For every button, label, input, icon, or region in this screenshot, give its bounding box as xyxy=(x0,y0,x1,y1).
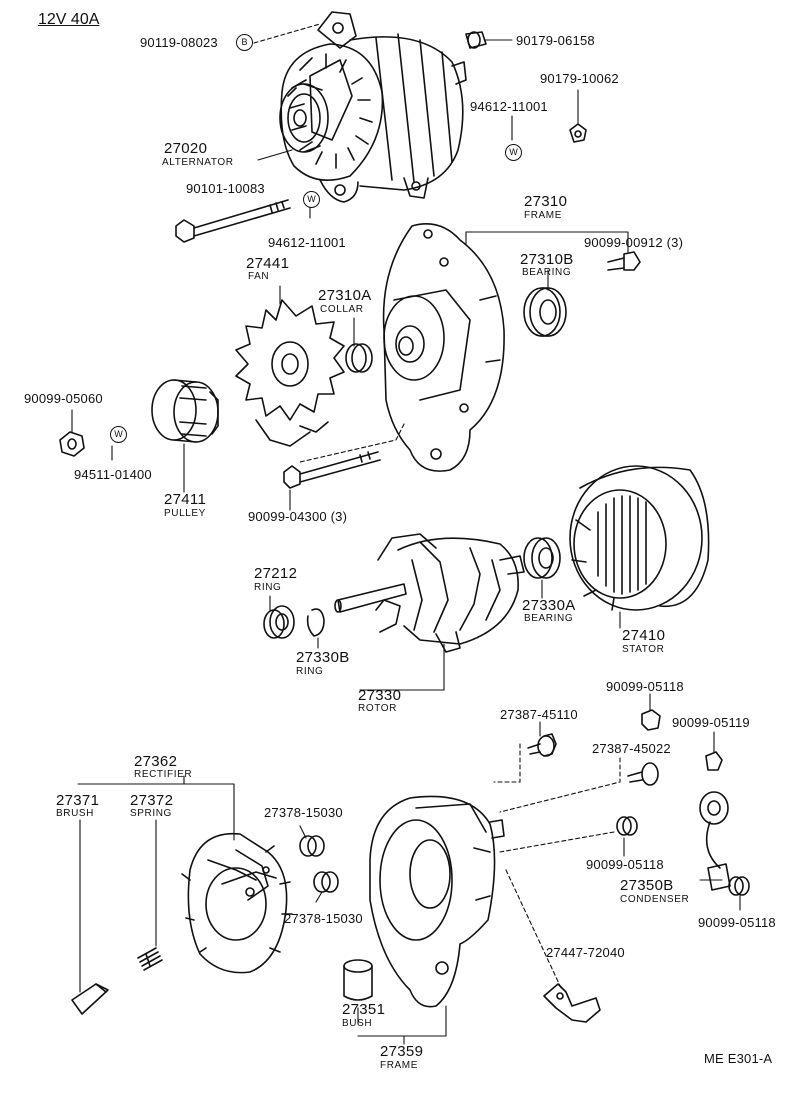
brush-drawing xyxy=(71,983,109,1015)
label-94612-11001-top: 94612-11001 xyxy=(470,99,548,114)
condenser-drawing xyxy=(699,791,731,891)
nut-drawing-90179 xyxy=(465,31,587,143)
alternator-assembly-drawing xyxy=(279,11,467,203)
label-90099-05118-top: 90099-05118 xyxy=(606,679,684,694)
marker-w-circle: W xyxy=(110,426,127,443)
label-27212-num: 27212 xyxy=(254,565,298,582)
collar-drawing xyxy=(345,343,373,373)
spring-drawing xyxy=(137,947,163,971)
label-27330A-name: BEARING xyxy=(524,613,574,624)
label-27387-45022: 27387-45022 xyxy=(592,741,671,756)
label-27330-num: 27330 xyxy=(358,687,402,704)
label-27310-name: FRAME xyxy=(524,210,562,221)
label-90099-00912: 90099-00912 (3) xyxy=(584,235,684,250)
pulley-nut-drawing xyxy=(59,431,85,457)
marker-w-circle: W xyxy=(505,144,522,161)
label-27330A-num: 27330A xyxy=(522,597,576,614)
rectifier-drawing xyxy=(181,832,293,974)
leader-lines xyxy=(71,23,741,1045)
drive-end-frame-drawing xyxy=(382,223,505,472)
through-bolt-drawing xyxy=(283,451,381,489)
stator-drawing xyxy=(569,465,710,611)
label-27350B-num: 27350B xyxy=(620,877,674,894)
label-27411-name: PULLEY xyxy=(164,508,206,519)
label-27387-45110: 27387-45110 xyxy=(500,707,578,722)
label-27310A-num: 27310A xyxy=(318,287,372,304)
label-27378-15030-top: 27378-15030 xyxy=(264,805,343,820)
label-27020-num: 27020 xyxy=(164,140,208,157)
marker-w-circle: W xyxy=(303,191,320,208)
label-90179-10062: 90179-10062 xyxy=(540,71,619,86)
label-90099-05119: 90099-05119 xyxy=(672,715,750,730)
terminal-plate-drawing xyxy=(543,983,601,1023)
label-27372-name: SPRING xyxy=(130,808,172,819)
label-27310B-num: 27310B xyxy=(520,251,574,268)
label-27441-num: 27441 xyxy=(246,255,290,272)
label-27351-name: BUSH xyxy=(342,1018,373,1029)
label-27330B-num: 27330B xyxy=(296,649,350,666)
label-27351-num: 27351 xyxy=(342,1001,386,1018)
label-27212-name: RING xyxy=(254,582,282,593)
pulley-drawing xyxy=(151,379,219,443)
label-27441-name: FAN xyxy=(248,271,270,282)
label-27330-name: ROTOR xyxy=(358,703,397,714)
rotor-drawing xyxy=(334,533,525,653)
label-90099-04300: 90099-04300 (3) xyxy=(248,509,348,524)
label-27310-num: 27310 xyxy=(524,193,568,210)
label-27020-name: ALTERNATOR xyxy=(162,157,234,168)
label-27362-num: 27362 xyxy=(134,753,178,770)
label-27310B-name: BEARING xyxy=(522,267,572,278)
diagram-title: 12V 40A xyxy=(38,11,100,28)
label-90099-05118-mid: 90099-05118 xyxy=(586,857,664,872)
label-27372-num: 27372 xyxy=(130,792,174,809)
long-bolt-drawing xyxy=(175,199,291,243)
rear-frame-drawing xyxy=(369,795,505,1008)
label-27378-15030-bottom: 27378-15030 xyxy=(284,911,363,926)
slip-ring-drawing xyxy=(263,605,295,639)
label-90101-10083: 90101-10083 xyxy=(186,181,265,196)
front-bearing-drawing xyxy=(523,287,567,337)
label-27371-num: 27371 xyxy=(56,792,100,809)
label-27362-name: RECTIFIER xyxy=(134,769,193,780)
label-27447-72040: 27447-72040 xyxy=(546,945,625,960)
label-27410-num: 27410 xyxy=(622,627,666,644)
label-27310A-name: COLLAR xyxy=(320,304,364,315)
insulator-cap-drawing xyxy=(299,835,339,893)
bush-drawing xyxy=(343,959,373,1001)
label-94612-11001-bottom: 94612-11001 xyxy=(268,235,346,250)
label-90099-05118-bottom: 90099-05118 xyxy=(698,915,776,930)
label-27350B-name: CONDENSER xyxy=(620,894,690,905)
fan-drawing xyxy=(235,299,345,447)
marker-b-circle: B xyxy=(236,34,253,51)
diagram-code: ME E301-A xyxy=(704,1051,773,1066)
terminal-bolt-drawing xyxy=(527,733,659,786)
frame-screw-drawing xyxy=(607,251,641,271)
label-90179-06158: 90179-06158 xyxy=(516,33,595,48)
label-94511-01400: 94511-01400 xyxy=(74,467,152,482)
label-27411-num: 27411 xyxy=(164,491,207,508)
label-27359-name: FRAME xyxy=(380,1060,418,1071)
label-27330B-name: RING xyxy=(296,666,324,677)
label-27410-name: STATOR xyxy=(622,644,665,655)
label-90119-08023: 90119-08023 xyxy=(140,35,218,50)
rear-bearing-drawing xyxy=(523,537,561,579)
label-27359-num: 27359 xyxy=(380,1043,424,1060)
label-27371-name: BRUSH xyxy=(56,808,95,819)
snap-ring-drawing xyxy=(306,608,325,637)
label-90099-05060: 90099-05060 xyxy=(24,391,103,406)
